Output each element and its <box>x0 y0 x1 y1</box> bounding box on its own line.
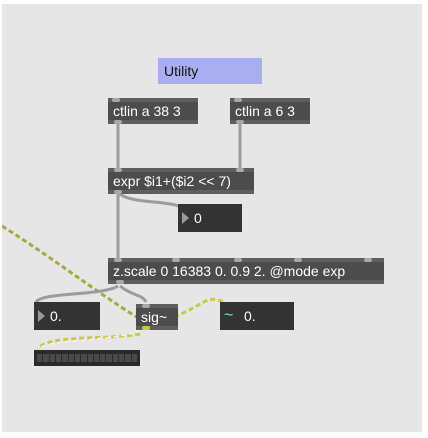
int-number-value: 0 <box>194 210 202 226</box>
zscale-inlet-1[interactable] <box>114 258 122 262</box>
triangle-right-icon <box>38 310 45 322</box>
signal-number-box[interactable]: ~ 0. <box>220 302 294 330</box>
ctlin-cc38-label: ctlin a 38 3 <box>113 103 181 119</box>
sig-object[interactable]: sig~ <box>136 304 178 330</box>
cord-sig-to-meter[interactable] <box>37 329 141 351</box>
zscale-label: z.scale 0 16383 0. 0.9 2. @mode exp <box>113 263 346 279</box>
sig-inlet[interactable] <box>142 304 150 308</box>
triangle-right-icon <box>182 212 189 224</box>
zscale-outlet[interactable] <box>116 280 124 284</box>
ctlin-cc6-object[interactable]: ctlin a 6 3 <box>230 98 310 124</box>
signal-cord-sig-to-meter[interactable] <box>36 332 141 351</box>
ctlin-cc6-outlet[interactable] <box>236 120 244 124</box>
cord-zscale-to-float[interactable] <box>34 284 119 304</box>
patcher-canvas[interactable]: Utility ctlin a 38 3 ctlin a 6 3 expr $i… <box>2 4 422 432</box>
expr-left-inlet[interactable] <box>114 168 122 172</box>
tilde-wave-icon: ~ <box>224 307 234 324</box>
float-number-value: 0. <box>50 308 62 324</box>
ctlin-cc38-outlet[interactable] <box>114 120 122 124</box>
zscale-inlet-4[interactable] <box>294 258 302 262</box>
utility-comment: Utility <box>158 58 262 84</box>
expr-object[interactable]: expr $i1+($i2 << 7) <box>108 168 254 194</box>
ctlin-cc6-label: ctlin a 6 3 <box>235 103 295 119</box>
signal-number-value: 0. <box>244 308 256 324</box>
float-number-box[interactable]: 0. <box>34 302 100 330</box>
ctlin-cc38-inlet[interactable] <box>112 98 120 102</box>
cord-zscale-to-sig[interactable] <box>119 284 148 303</box>
ctlin-cc38-object[interactable]: ctlin a 38 3 <box>108 98 198 124</box>
cord-expr-to-int[interactable] <box>119 192 183 210</box>
sig-outlet[interactable] <box>142 326 150 330</box>
expr-outlet[interactable] <box>114 190 122 194</box>
expr-label: expr $i1+($i2 << 7) <box>113 173 231 189</box>
zscale-inlet-3[interactable] <box>234 258 242 262</box>
zscale-inlet-5[interactable] <box>364 258 372 262</box>
zscale-inlet-2[interactable] <box>172 258 180 262</box>
ctlin-cc6-inlet[interactable] <box>234 98 242 102</box>
sig-label: sig~ <box>141 309 168 325</box>
expr-right-inlet[interactable] <box>236 168 244 172</box>
zscale-object[interactable]: z.scale 0 16383 0. 0.9 2. @mode exp <box>108 258 384 284</box>
level-meter[interactable] <box>34 350 140 366</box>
utility-comment-label: Utility <box>164 63 199 79</box>
int-number-box[interactable]: 0 <box>178 204 242 232</box>
